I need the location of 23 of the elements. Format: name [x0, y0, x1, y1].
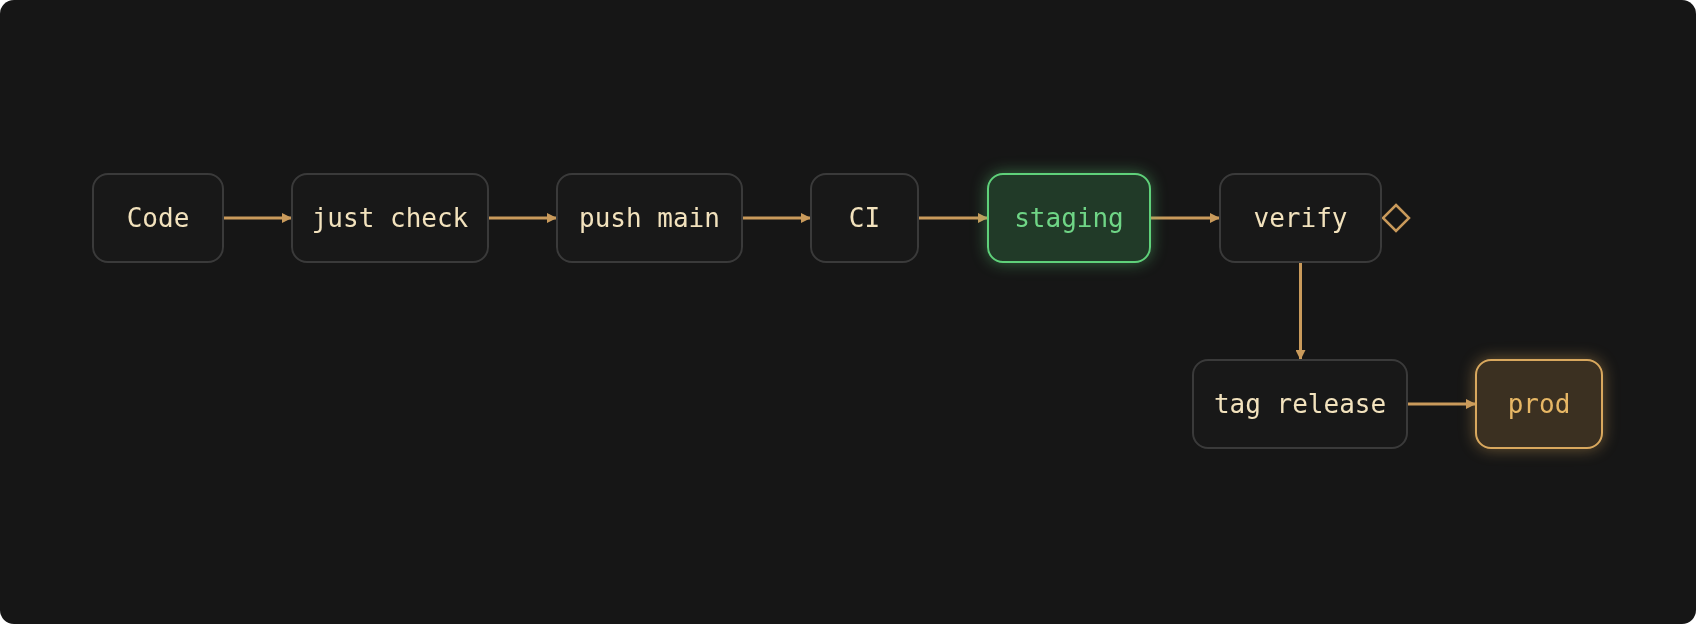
arrow — [224, 213, 292, 223]
arrow — [489, 213, 557, 223]
highlighted-step-box — [1475, 359, 1603, 449]
step-label: CI — [848, 203, 881, 233]
step-label: tag release — [1213, 389, 1387, 419]
arrow — [1295, 263, 1306, 360]
step-box — [92, 173, 224, 263]
step-box — [810, 173, 919, 263]
highlighted-step-box — [987, 173, 1151, 263]
step-label: Code — [126, 203, 190, 233]
step-label: staging — [1014, 203, 1124, 233]
step-box — [291, 173, 489, 263]
step-box — [1192, 359, 1408, 449]
arrow — [743, 213, 811, 223]
step-box — [1219, 173, 1382, 263]
step-label: prod — [1507, 389, 1571, 419]
arrow — [1151, 213, 1220, 223]
arrow — [919, 213, 988, 223]
step-label: just check — [311, 203, 469, 233]
step-box — [556, 173, 743, 263]
arrow — [1408, 399, 1476, 409]
step-label: verify — [1253, 203, 1348, 233]
step-label: push main — [579, 203, 720, 233]
